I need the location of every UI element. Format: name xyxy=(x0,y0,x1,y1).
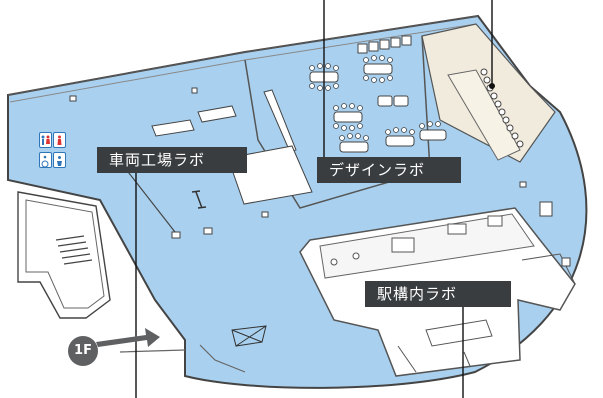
design-lab-wall xyxy=(244,35,431,209)
design-lab-label: デザインラボ xyxy=(317,157,461,183)
stairs xyxy=(55,235,93,265)
vehicle-lab-wall xyxy=(124,167,176,233)
accessible-restroom-icon xyxy=(39,152,52,168)
vehicle-lab-items xyxy=(69,87,313,239)
baby-care-icon xyxy=(53,152,66,168)
station-lab-details xyxy=(330,215,503,373)
restroom-icon xyxy=(39,132,52,148)
design-lab-tables xyxy=(309,63,447,153)
pillar-marker xyxy=(191,190,207,209)
right-fixtures xyxy=(519,181,571,267)
south-fence xyxy=(119,344,246,373)
floor-badge: 1F xyxy=(68,336,98,366)
vehicle-lab-label: 車両工場ラボ xyxy=(97,147,247,173)
restroom-icon-second xyxy=(53,132,66,148)
leader-lines xyxy=(135,0,493,398)
station-lab-platform-edge xyxy=(521,253,576,285)
outer-wall xyxy=(7,15,479,96)
station-lab-label: 駅構内ラボ xyxy=(365,281,511,307)
counter-inner xyxy=(447,69,521,161)
annex-inner xyxy=(25,199,105,309)
entrance-arrow-icon xyxy=(96,328,160,347)
design-lab-chairs xyxy=(309,55,441,141)
leader-dot xyxy=(489,83,495,89)
truss-mark xyxy=(231,325,267,347)
annex-building xyxy=(17,191,111,319)
wall-cabinets xyxy=(263,35,412,153)
